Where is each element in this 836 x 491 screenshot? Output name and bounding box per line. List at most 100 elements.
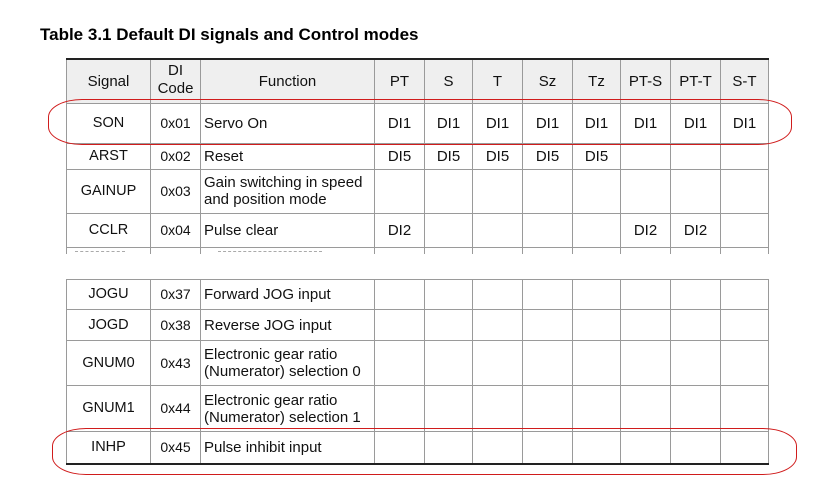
cut-cell [150, 246, 201, 254]
highlight-ellipse-inhp [52, 428, 797, 475]
cut-cell [66, 246, 151, 254]
table-row-gainup: GAINUP 0x03 Gain switching in speed and … [66, 168, 769, 214]
mode-cell [522, 168, 573, 214]
mode-cell [620, 309, 671, 341]
code-cell: 0x43 [150, 340, 201, 386]
mode-cell [424, 385, 473, 432]
function-cell: Forward JOG input [200, 279, 375, 310]
table-row-son: SON 0x01 Servo On DI1 DI1 DI1 DI1 DI1 DI… [66, 102, 769, 144]
code-cell: 0x03 [150, 168, 201, 214]
signal-cell: ARST [66, 142, 151, 170]
table-row-jogd: JOGD 0x38 Reverse JOG input [66, 309, 769, 341]
truncated-row [66, 246, 769, 254]
mode-cell [472, 279, 523, 310]
mode-cell [572, 385, 621, 432]
mode-cell [522, 212, 573, 248]
function-cell: Gain switching in speed and position mod… [200, 168, 375, 214]
mode-cell [720, 279, 769, 310]
mode-cell [424, 340, 473, 386]
mode-cell: DI5 [424, 142, 473, 170]
table-row-jogu: JOGU 0x37 Forward JOG input [66, 279, 769, 310]
mode-cell [720, 142, 769, 170]
cut-cell [522, 246, 573, 254]
mode-cell [522, 309, 573, 341]
mode-cell: DI5 [572, 142, 621, 170]
header-pt: PT [374, 58, 425, 104]
mode-cell [572, 279, 621, 310]
mode-cell [374, 385, 425, 432]
code-cell: 0x04 [150, 212, 201, 248]
table-row-gnum0: GNUM0 0x43 Electronic gear ratio (Numera… [66, 340, 769, 386]
mode-cell [620, 385, 671, 432]
mode-cell [522, 279, 573, 310]
mode-cell: DI1 [670, 102, 721, 144]
signal-cell: CCLR [66, 212, 151, 248]
header-tz: Tz [572, 58, 621, 104]
header-di-code: DI Code [150, 58, 201, 104]
header-s-t: S-T [720, 58, 769, 104]
mode-cell: DI5 [472, 142, 523, 170]
code-cell: 0x44 [150, 385, 201, 432]
mode-cell: DI2 [670, 212, 721, 248]
cut-cell [424, 246, 473, 254]
mode-cell: DI1 [522, 102, 573, 144]
signal-cell: JOGU [66, 279, 151, 310]
mode-cell: DI1 [620, 102, 671, 144]
mode-cell [572, 212, 621, 248]
code-cell: 0x37 [150, 279, 201, 310]
mode-cell [620, 431, 671, 465]
mode-cell [374, 168, 425, 214]
cut-cell [374, 246, 425, 254]
header-pt-s: PT-S [620, 58, 671, 104]
mode-cell [720, 309, 769, 341]
mode-cell [374, 309, 425, 341]
mode-cell: DI5 [522, 142, 573, 170]
mode-cell: DI5 [374, 142, 425, 170]
function-cell: Reverse JOG input [200, 309, 375, 341]
mode-cell [572, 340, 621, 386]
function-cell: Electronic gear ratio (Numerator) select… [200, 385, 375, 432]
mode-cell: DI1 [374, 102, 425, 144]
function-cell: Electronic gear ratio (Numerator) select… [200, 340, 375, 386]
signal-cell: JOGD [66, 309, 151, 341]
mode-cell [720, 431, 769, 465]
mode-cell [424, 309, 473, 341]
mode-cell [572, 309, 621, 341]
mode-cell [720, 212, 769, 248]
table-row-gnum1: GNUM1 0x44 Electronic gear ratio (Numera… [66, 385, 769, 432]
mode-cell: DI2 [620, 212, 671, 248]
mode-cell [572, 168, 621, 214]
mode-cell [472, 309, 523, 341]
mode-cell [424, 168, 473, 214]
mode-cell [670, 340, 721, 386]
mode-cell [620, 279, 671, 310]
code-cell: 0x01 [150, 102, 201, 144]
mode-cell [670, 279, 721, 310]
header-s: S [424, 58, 473, 104]
table-title: Table 3.1 Default DI signals and Control… [40, 25, 419, 44]
mode-cell [424, 279, 473, 310]
mode-cell [620, 340, 671, 386]
mode-cell [424, 431, 473, 465]
mode-cell [620, 168, 671, 214]
function-cell: Pulse inhibit input [200, 431, 375, 465]
header-pt-t: PT-T [670, 58, 721, 104]
mode-cell [472, 385, 523, 432]
mode-cell [522, 385, 573, 432]
code-cell: 0x02 [150, 142, 201, 170]
function-cell: Pulse clear [200, 212, 375, 248]
mode-cell [670, 168, 721, 214]
mode-cell [620, 142, 671, 170]
mode-cell [670, 385, 721, 432]
table-row-arst: ARST 0x02 Reset DI5 DI5 DI5 DI5 DI5 [66, 142, 769, 170]
mode-cell [472, 431, 523, 465]
mode-cell [472, 340, 523, 386]
header-sz: Sz [522, 58, 573, 104]
di-signal-table-bottom: JOGU 0x37 Forward JOG input JOGD 0x38 Re… [66, 279, 769, 465]
mode-cell [720, 385, 769, 432]
mode-cell [374, 279, 425, 310]
mode-cell [720, 168, 769, 214]
code-cell: 0x45 [150, 431, 201, 465]
mode-cell [472, 168, 523, 214]
mode-cell [670, 142, 721, 170]
